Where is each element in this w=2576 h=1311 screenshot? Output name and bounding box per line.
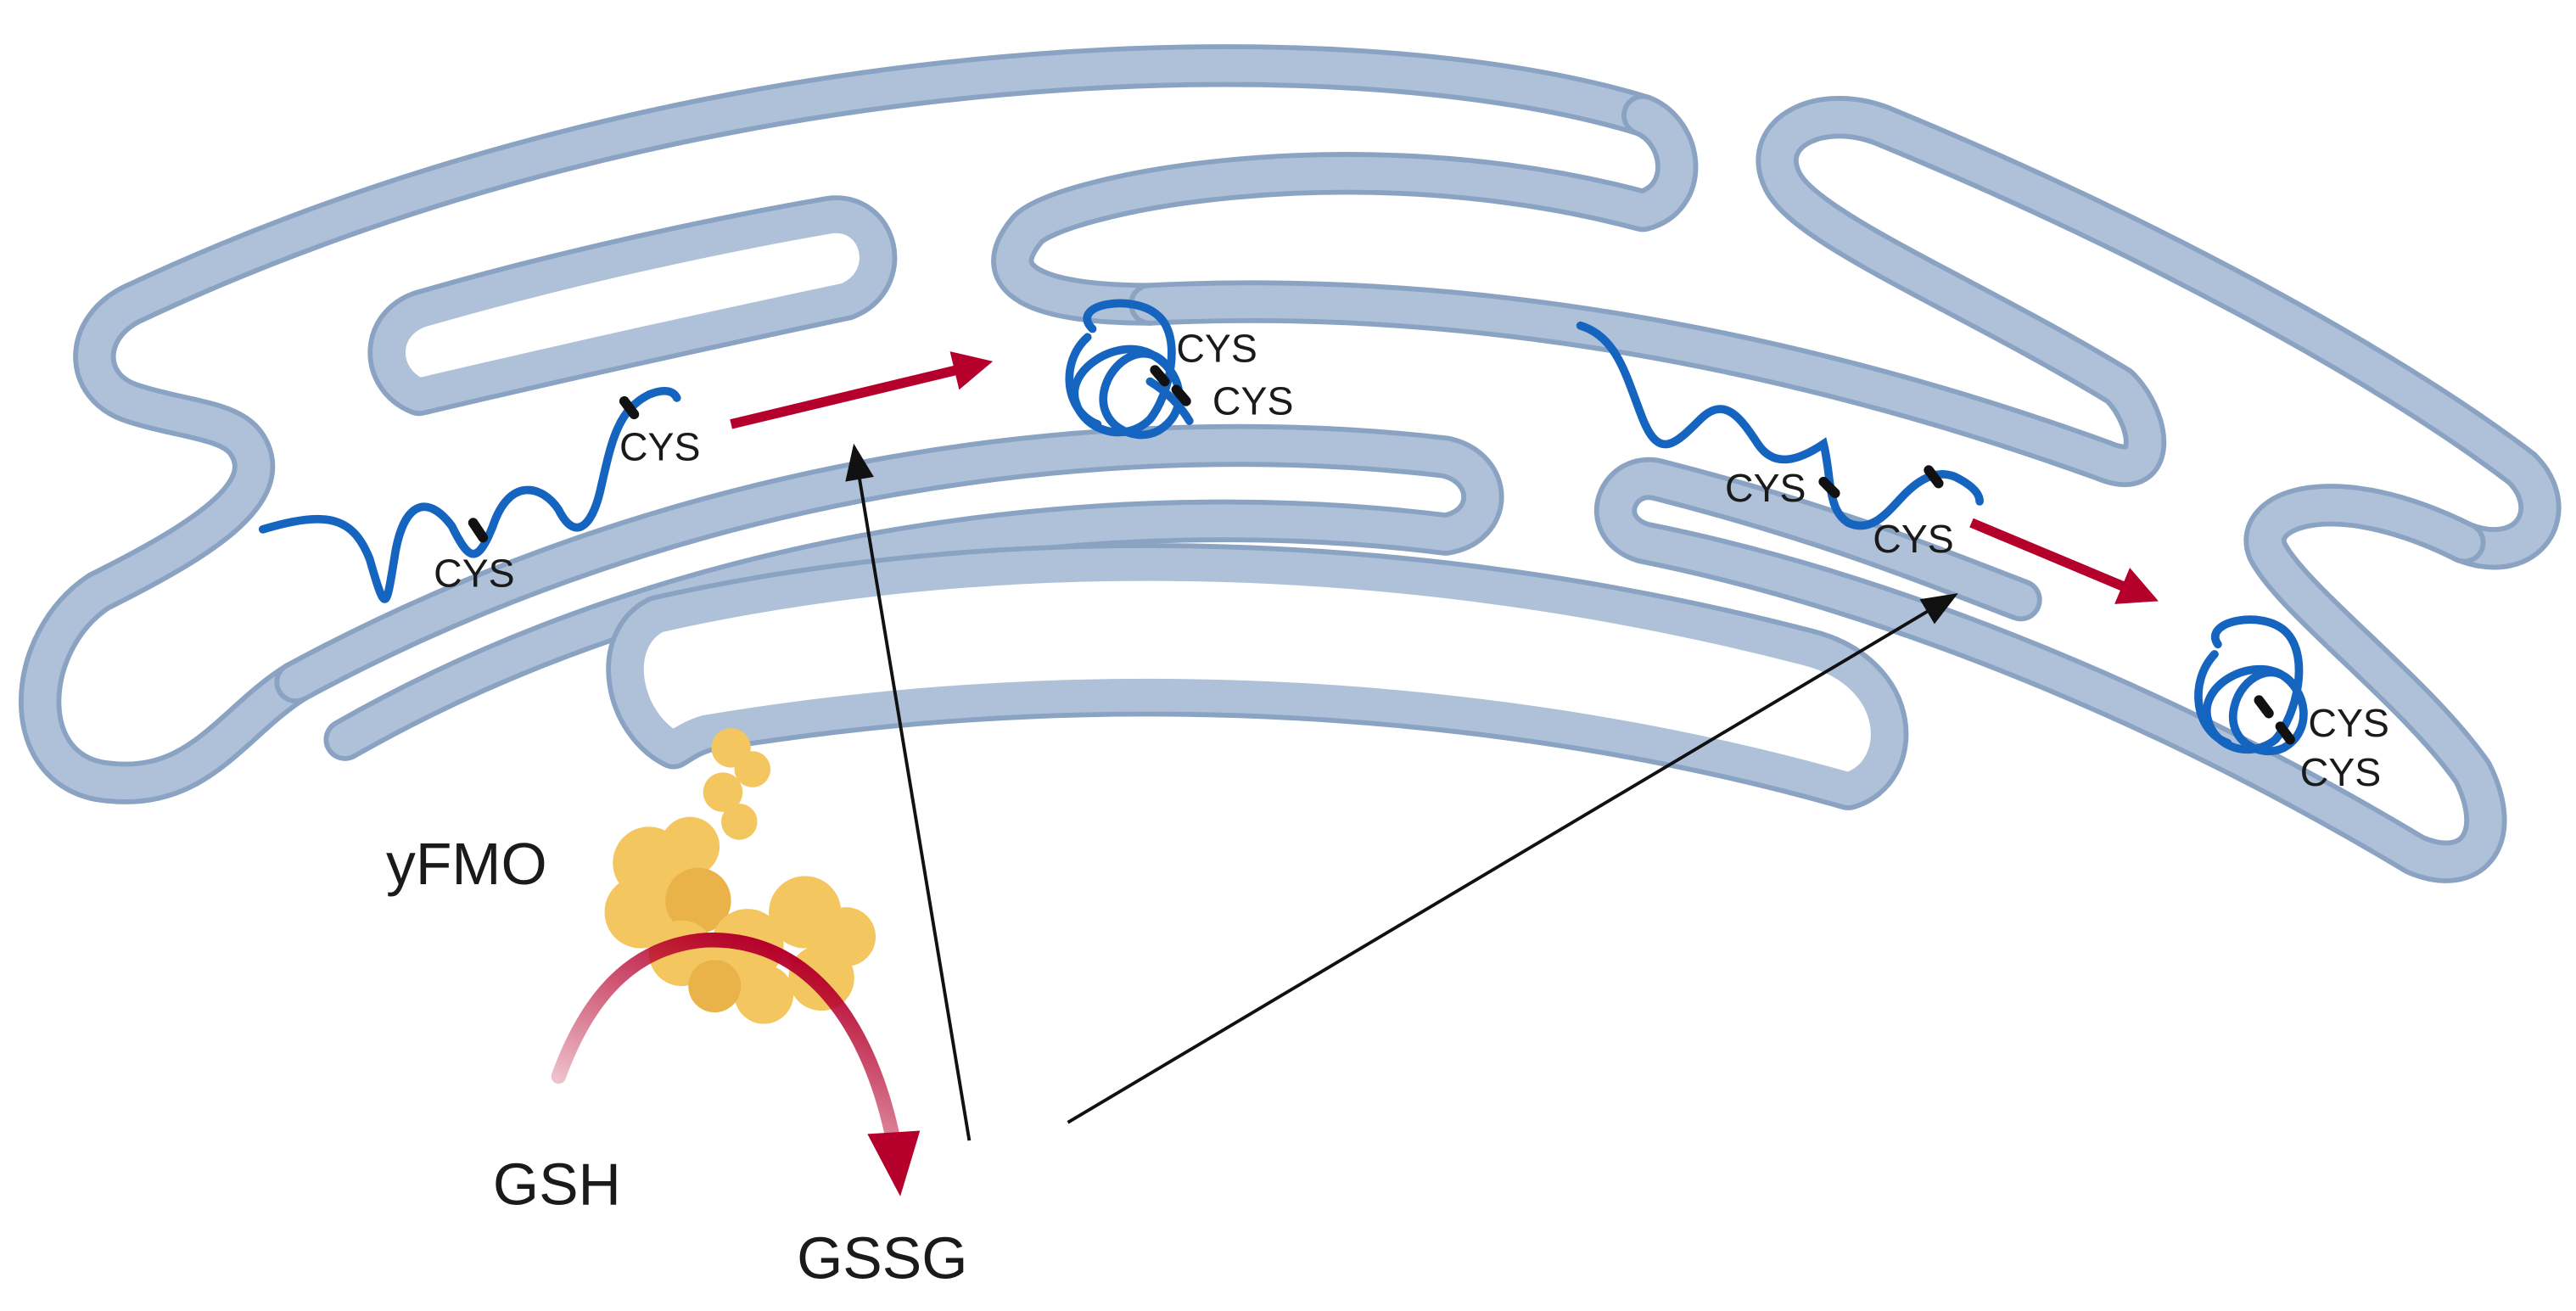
- folded-protein-right: CYS CYS: [2194, 615, 2389, 794]
- folding-arrow: [1969, 518, 2159, 604]
- cys-label: CYS: [1212, 378, 1294, 423]
- er-cisterna-bottom: [606, 543, 1909, 810]
- er-cisterna-lower-right: [1594, 457, 2507, 883]
- cys-label: CYS: [1873, 517, 1954, 561]
- folding-arrow: [730, 351, 994, 429]
- cysteine-mark: [1171, 384, 1191, 406]
- er-cisterna-top: [19, 44, 1699, 804]
- glutathione-reaction-arrow: [551, 933, 903, 1158]
- cys-label: CYS: [1725, 466, 1806, 510]
- glutathione-arrow-head: [867, 1130, 921, 1196]
- cysteine-mark: [1818, 476, 1840, 499]
- cysteine-mark: [1150, 365, 1170, 387]
- gssg-pointer-arrow-right: [1067, 593, 1958, 1124]
- cys-label: CYS: [2308, 701, 2389, 745]
- cysteine-mark: [1924, 465, 1944, 489]
- gssg-pointer-arrow-left: [845, 443, 972, 1141]
- folded-protein-middle: CYS CYS: [1065, 299, 1294, 440]
- cysteine-mark: [468, 518, 489, 543]
- er-membrane: [19, 44, 2562, 883]
- cys-label: CYS: [619, 424, 701, 468]
- er-cisterna-upper-right: [1128, 96, 2562, 570]
- cysteine-mark: [2254, 695, 2274, 719]
- cys-label: CYS: [2300, 750, 2382, 794]
- enzyme-label: yFMO: [386, 831, 547, 897]
- protein-blob-icon: [604, 728, 876, 1024]
- unfolded-protein-right: CYS CYS: [1576, 321, 1984, 561]
- cysteine-mark: [2275, 721, 2295, 745]
- er-cisterna-left-inner: [367, 195, 898, 417]
- cysteine-mark: [619, 395, 640, 420]
- cys-label: CYS: [1176, 326, 1257, 370]
- gssg-label: GSSG: [797, 1225, 967, 1291]
- cys-label: CYS: [434, 552, 515, 596]
- unfolded-protein-left: CYS CYS: [258, 386, 701, 603]
- gsh-label: GSH: [493, 1151, 621, 1218]
